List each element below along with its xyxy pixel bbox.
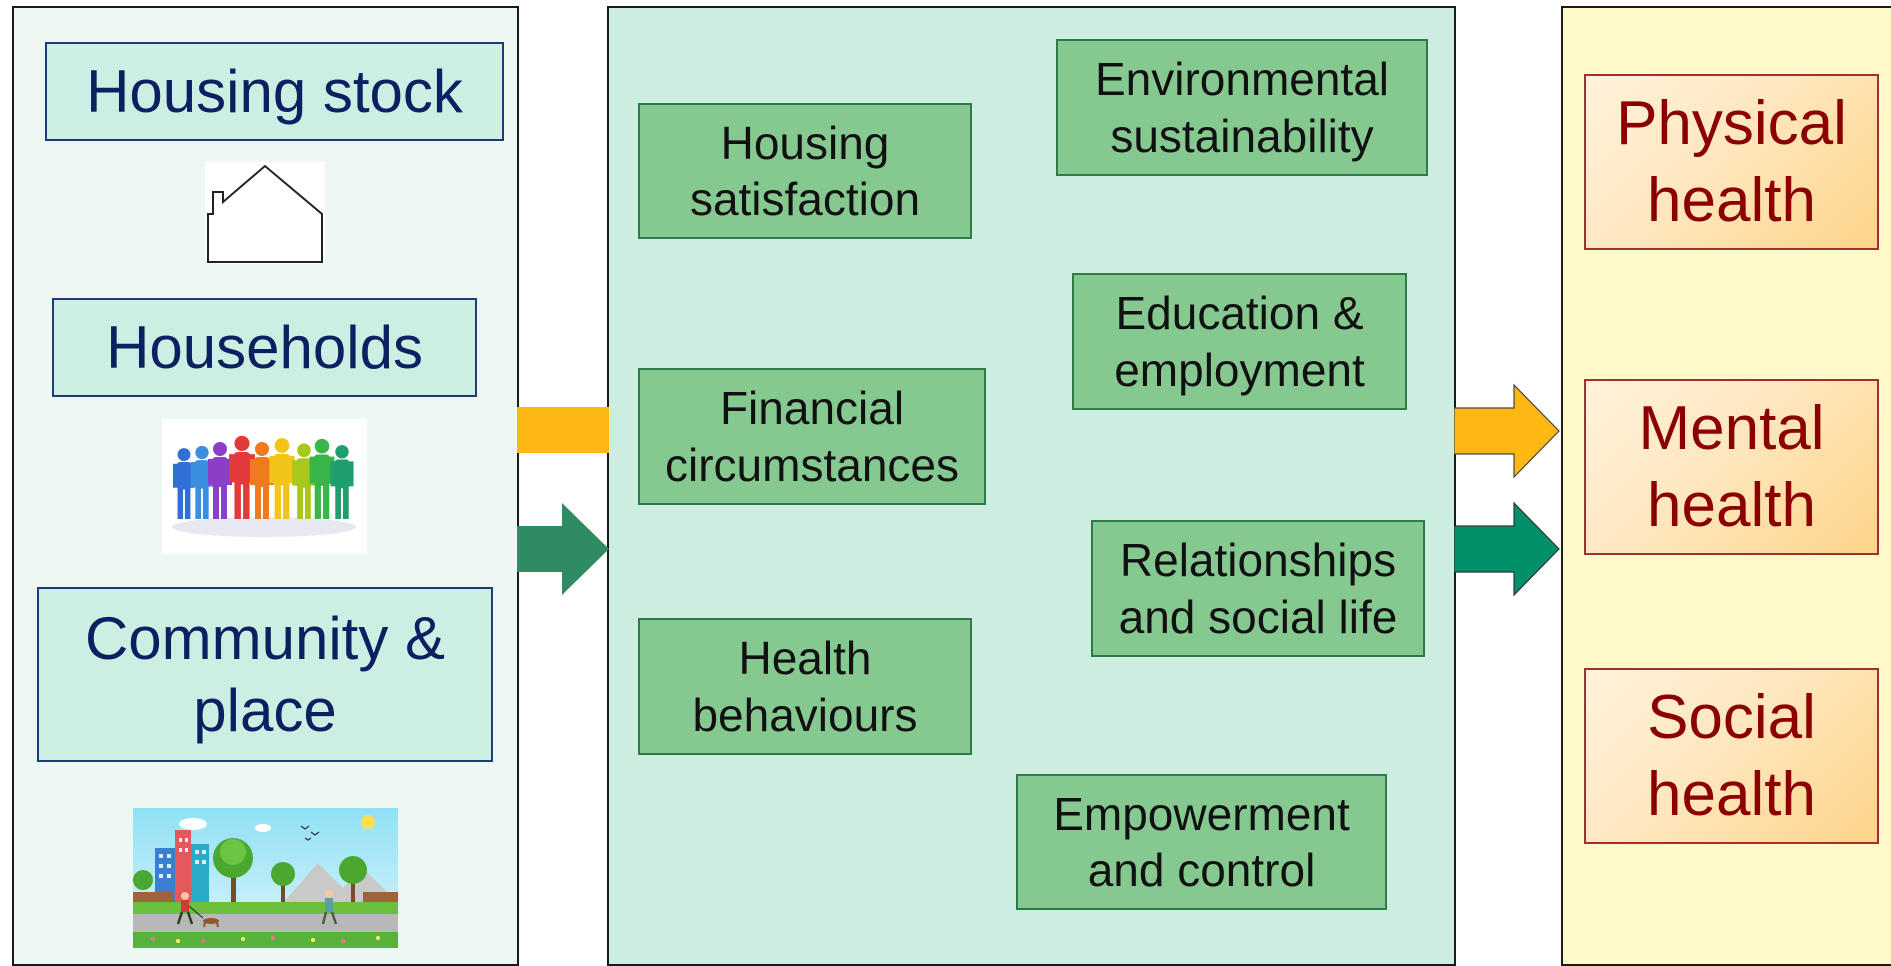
green-arrow-right	[1454, 501, 1560, 597]
person-figure	[208, 442, 232, 519]
park-scene-icon	[133, 808, 398, 948]
financial-circumstances-box: Financial circumstances	[638, 368, 986, 505]
empowerment-control-label: Empowerment and control	[1053, 787, 1350, 896]
physical-health-box: Physical health	[1584, 74, 1879, 250]
housing-stock-label: Housing stock	[86, 57, 463, 125]
housing-stock-box: Housing stock	[45, 42, 504, 141]
people-group-icon	[162, 419, 367, 554]
social-health-box: Social health	[1584, 668, 1879, 844]
households-label: Households	[106, 313, 423, 381]
mental-health-box: Mental health	[1584, 379, 1879, 555]
housing-satisfaction-box: Housing satisfaction	[638, 103, 972, 239]
social-health-label: Social health	[1647, 682, 1816, 830]
health-behaviours-label: Health behaviours	[692, 632, 918, 741]
person-figure	[330, 445, 354, 519]
relationships-social-life-label: Relationships and social life	[1118, 534, 1398, 643]
house-icon	[205, 162, 325, 264]
person-figure	[309, 438, 335, 519]
education-employment-box: Education & employment	[1072, 273, 1407, 410]
community-place-label: Community & place	[84, 604, 446, 744]
person-figure	[190, 445, 214, 519]
environmental-sustainability-label: Environmental sustainability	[1094, 53, 1390, 162]
physical-health-label: Physical health	[1616, 88, 1847, 236]
mental-health-label: Mental health	[1638, 393, 1825, 541]
health-behaviours-box: Health behaviours	[638, 618, 972, 755]
housing-satisfaction-label: Housing satisfaction	[689, 116, 921, 225]
green-arrow-left	[517, 503, 609, 595]
community-place-box: Community & place	[37, 587, 493, 762]
person-figure	[269, 438, 295, 519]
relationships-social-life-box: Relationships and social life	[1091, 520, 1425, 657]
yellow-arrow-left	[517, 407, 609, 453]
education-employment-label: Education & employment	[1114, 287, 1365, 396]
households-box: Households	[52, 298, 477, 397]
environmental-sustainability-box: Environmental sustainability	[1056, 39, 1428, 176]
yellow-arrow-right	[1454, 383, 1560, 479]
empowerment-control-box: Empowerment and control	[1016, 774, 1387, 910]
financial-circumstances-label: Financial circumstances	[665, 382, 959, 491]
